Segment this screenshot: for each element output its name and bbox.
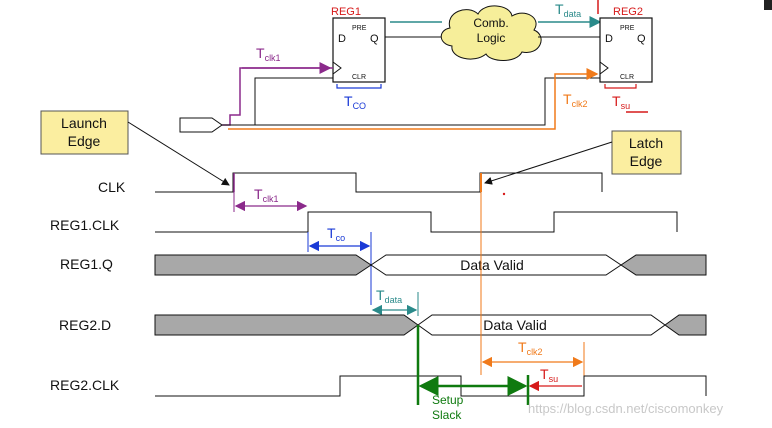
tsu-bracket	[604, 84, 637, 89]
waveform-clk	[155, 172, 603, 193]
comb-logic-line2: Logic	[477, 31, 506, 45]
launch-edge-line2: Edge	[68, 133, 101, 149]
reg1-q: Q	[370, 33, 379, 45]
reg2-box	[599, 17, 653, 83]
tsu-timing-label: Tsu	[540, 366, 558, 384]
launch-edge-box	[40, 110, 129, 155]
reg2-d-valid-label: Data Valid	[483, 317, 547, 333]
reg2-d: D	[605, 33, 613, 45]
latch-edge-pointer	[484, 141, 613, 185]
tclk2-path	[228, 68, 599, 130]
signal-label-reg1-q: REG1.Q	[60, 256, 113, 272]
latch-edge-line2: Edge	[630, 153, 663, 169]
reg1-q-invalid-right	[620, 254, 707, 276]
circuit-schematic: REG1 PRE CLR D Q Comb. Logic Tdata REG2 …	[179, 0, 653, 133]
reg2-clk-triangle	[599, 61, 609, 75]
tclk1-timing-label: Tclk1	[254, 186, 279, 204]
tdata-timing-label: Tdata	[376, 287, 402, 305]
tco-label-top: TCO	[344, 93, 366, 111]
setup-slack: Setup Slack	[416, 325, 530, 422]
tco-bracket	[336, 84, 382, 89]
latch-edge-callout: Latch Edge	[484, 130, 682, 185]
tdata-label-top: Tdata	[555, 1, 581, 19]
latch-edge-box	[611, 130, 682, 175]
reg2-title: REG2	[613, 6, 643, 18]
comb-logic-cloud: Comb. Logic	[440, 5, 542, 61]
reg1-q-invalid-left	[154, 254, 372, 276]
setup-slack-line1: Setup	[432, 393, 464, 407]
launch-edge-callout: Launch Edge	[40, 110, 230, 186]
reg1-d: D	[338, 33, 346, 45]
reg1-title: REG1	[331, 6, 361, 18]
reg2-q: Q	[637, 33, 646, 45]
reg2-flipflop: REG2 PRE CLR D Q	[599, 6, 653, 83]
reg2-clr: CLR	[620, 74, 634, 81]
launch-edge-pointer	[127, 121, 230, 186]
cloud-shape	[440, 5, 542, 61]
reg1-pre: PRE	[352, 25, 367, 32]
waveform-reg1-q: Data Valid	[154, 254, 707, 276]
tsu-label-top: Tsu	[612, 93, 630, 111]
reg1-q-valid-label: Data Valid	[460, 257, 524, 273]
tclk1-path	[222, 67, 333, 126]
watermark: https://blog.csdn.net/ciscomonkey	[528, 401, 724, 416]
reg2-pre: PRE	[620, 25, 635, 32]
latch-edge-line1: Latch	[629, 135, 663, 151]
signal-label-reg2-d: REG2.D	[59, 317, 111, 333]
setup-slack-line2: Slack	[432, 408, 462, 422]
clk-wire-reg1	[222, 77, 333, 126]
waveform-reg2-clk	[155, 375, 707, 397]
reg1-flipflop: REG1 PRE CLR D Q	[331, 6, 386, 83]
reg1-clk-triangle	[332, 61, 342, 75]
tclk2-label-top: Tclk2	[563, 91, 588, 109]
launch-edge-line1: Launch	[61, 115, 107, 131]
signal-label-reg1-clk: REG1.CLK	[50, 217, 120, 233]
reg2-d-invalid-left	[154, 314, 419, 336]
clk-wire-reg2	[222, 77, 600, 126]
reg1-clr: CLR	[352, 74, 366, 81]
waveform-reg2-d: Data Valid	[154, 314, 707, 336]
reg1-box	[332, 17, 386, 83]
red-dot	[502, 192, 506, 196]
reg2-d-invalid-right	[664, 314, 707, 336]
tclk2-timing-label: Tclk2	[518, 339, 543, 357]
waveform-reg1-clk	[155, 211, 678, 233]
tclk1-label-top: Tclk1	[256, 45, 281, 63]
corner-block	[764, 0, 772, 10]
clock-buffer	[179, 117, 223, 133]
comb-logic-line1: Comb.	[473, 16, 508, 30]
tco-timing-label: Tco	[327, 225, 345, 243]
signal-label-reg2-clk: REG2.CLK	[50, 377, 120, 393]
signal-label-clk: CLK	[98, 179, 126, 195]
